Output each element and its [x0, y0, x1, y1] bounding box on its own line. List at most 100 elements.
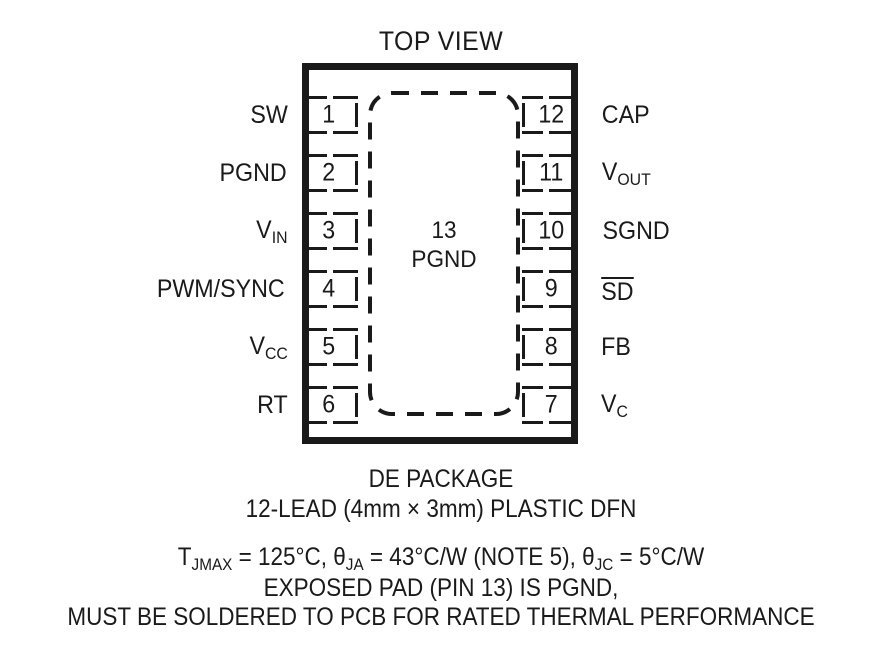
pin-name-subscript: C — [616, 401, 628, 421]
pin-box-1[interactable]: 1 — [306, 96, 358, 134]
pin-number: 5 — [322, 332, 336, 361]
pin-number: 11 — [539, 158, 564, 187]
exposed-pad-note-line: EXPOSED PAD (PIN 13) IS PGND, — [263, 574, 619, 602]
pin-tick — [522, 161, 525, 185]
pin-label-5: VCC — [248, 331, 289, 363]
pin-box-11[interactable]: 11 — [522, 154, 574, 192]
pin-rule-bottom — [306, 305, 358, 308]
package-caption: DE PACKAGE 12-LEAD (4mm × 3mm) PLASTIC D… — [0, 464, 882, 524]
pin-box-12[interactable]: 12 — [522, 96, 574, 134]
pin-number: 4 — [322, 274, 336, 303]
theta-ja-subscript: JA — [345, 555, 364, 574]
pin-rule-bottom — [522, 305, 574, 308]
pin-tick — [522, 103, 525, 127]
pin-rule-bottom — [522, 421, 574, 424]
pin-rule-top — [522, 96, 574, 99]
pin-label-8: FB — [600, 334, 632, 360]
exposed-pad-outline — [368, 91, 520, 416]
package-spec-line: 12-LEAD (4mm × 3mm) PLASTIC DFN — [245, 495, 637, 523]
pin-rule-top — [306, 270, 358, 273]
pin-rule-top — [306, 328, 358, 331]
pin-tick — [355, 161, 358, 185]
pin-name-subscript: IN — [272, 227, 288, 247]
pin-name: V — [601, 389, 617, 418]
pin-rule-bottom — [522, 363, 574, 366]
pin-rule-top — [306, 212, 358, 215]
pin-label-11: VOUT — [600, 157, 653, 189]
pin-rule-bottom — [306, 131, 358, 134]
pin-rule-bottom — [306, 363, 358, 366]
theta-ja-symbol: θ — [333, 543, 346, 571]
exposed-pad-name: PGND — [411, 246, 477, 273]
pin-name: SGND — [602, 216, 670, 245]
pin-label-2: PGND — [217, 160, 289, 186]
pin-tick — [355, 393, 358, 417]
pin-label-9: SD — [600, 277, 635, 306]
pin-rule-bottom — [306, 189, 358, 192]
pin-tick — [522, 393, 525, 417]
pin-label-7: VC — [600, 389, 629, 421]
theta-jc-symbol: θ — [582, 543, 595, 571]
pin-box-7[interactable]: 7 — [522, 386, 574, 424]
pin-name: PGND — [219, 158, 287, 187]
pin-number: 12 — [538, 100, 565, 129]
tjmax-subscript: JMAX — [191, 555, 233, 574]
pin-box-6[interactable]: 6 — [306, 386, 358, 424]
package-outline — [302, 63, 578, 444]
pin-label-4: PWM/SYNC — [152, 276, 290, 302]
pin-tick — [522, 219, 525, 243]
tjmax-label: T — [177, 543, 192, 571]
package-name-line: DE PACKAGE — [368, 465, 514, 493]
pin-number: 10 — [538, 216, 565, 245]
pin-name: CAP — [601, 100, 650, 129]
pin-name-subscript: OUT — [617, 169, 651, 189]
pin-label-10: SGND — [600, 218, 672, 244]
pin-box-10[interactable]: 10 — [522, 212, 574, 250]
pin-box-2[interactable]: 2 — [306, 154, 358, 192]
pin-number: 8 — [544, 332, 558, 361]
diagram-title: TOP VIEW — [378, 26, 504, 56]
pin-box-9[interactable]: 9 — [522, 270, 574, 308]
pin-box-4[interactable]: 4 — [306, 270, 358, 308]
pin-name: V — [601, 157, 618, 186]
pin-rule-top — [522, 386, 574, 389]
pin-rule-top — [306, 154, 358, 157]
thermal-caption: TJMAX = 125°C, θJA = 43°C/W (NOTE 5), θJ… — [0, 543, 882, 632]
pin-name-overlined: SD — [601, 277, 634, 306]
pin-number: 6 — [322, 390, 336, 419]
solder-note-line: MUST BE SOLDERED TO PCB FOR RATED THERMA… — [67, 603, 815, 631]
pin-name-subscript: CC — [264, 343, 288, 363]
theta-jc-value: = 5°C/W — [613, 543, 705, 571]
pin-tick — [355, 103, 358, 127]
pin-rule-top — [522, 212, 574, 215]
pin-label-1: SW — [249, 102, 289, 128]
pin-name: RT — [257, 390, 288, 419]
pin-name: SW — [250, 100, 288, 129]
pin-box-3[interactable]: 3 — [306, 212, 358, 250]
pin-number: 7 — [544, 390, 558, 419]
pin-tick — [355, 335, 358, 359]
pin-rule-bottom — [522, 247, 574, 250]
pin-name: PWM/SYNC — [156, 274, 285, 303]
pin-number: 9 — [544, 274, 558, 303]
pin-label-6: RT — [256, 392, 289, 418]
thermal-resistance-line: TJMAX = 125°C, θJA = 43°C/W (NOTE 5), θJ… — [44, 543, 838, 574]
pin-name: FB — [601, 332, 631, 361]
pin-name: V — [256, 215, 273, 244]
theta-ja-value: = 43°C/W (NOTE 5), — [363, 543, 583, 571]
pin-box-5[interactable]: 5 — [306, 328, 358, 366]
pin-label-3: VIN — [255, 215, 289, 247]
pin-label-12: CAP — [600, 102, 651, 128]
pin-box-8[interactable]: 8 — [522, 328, 574, 366]
pin-rule-top — [522, 328, 574, 331]
exposed-pad-label: 13 PGND — [373, 216, 516, 274]
pin-rule-bottom — [522, 131, 574, 134]
pin-rule-top — [522, 270, 574, 273]
pin-rule-bottom — [522, 189, 574, 192]
pin-tick — [522, 335, 525, 359]
pin-name: V — [249, 331, 265, 360]
theta-jc-subscript: JC — [594, 555, 614, 574]
pin-rule-top — [306, 386, 358, 389]
pin-rule-top — [522, 154, 574, 157]
